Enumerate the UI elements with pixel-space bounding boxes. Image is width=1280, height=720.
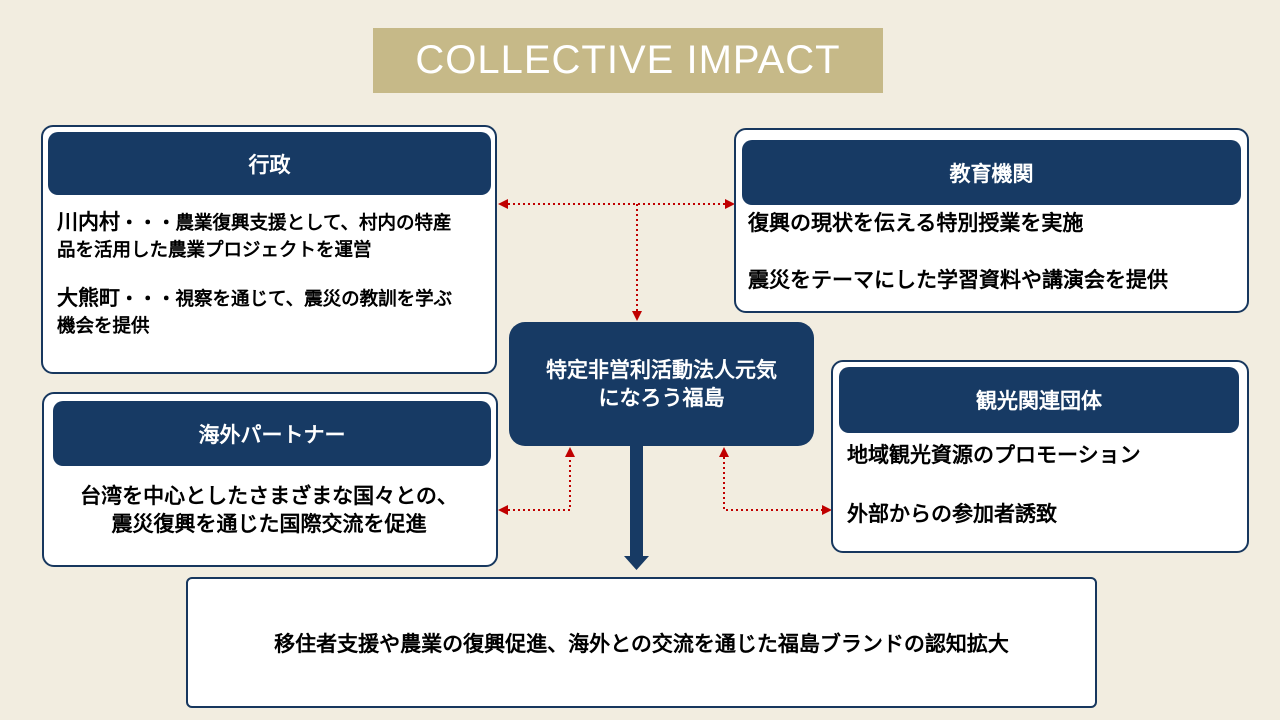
center-to-outcome-arrow-shaft: [630, 446, 643, 558]
title-banner: COLLECTIVE IMPACT: [373, 28, 883, 93]
card-gyosei: 行政 川内村・・・農業復興支援として、村内の特産 品を活用した農業プロジェクトを…: [41, 125, 497, 374]
card-kaigai-body: 台湾を中心としたさまざまな国々との、 震災復興を通じた国際交流を促進: [44, 482, 494, 538]
center-node-line-1: 特定非営利活動法人元気: [546, 358, 777, 382]
outcome-text: 移住者支援や農業の復興促進、海外との交流を通じた福島ブランドの認知拡大: [274, 631, 1009, 656]
gyosei-item-1-line-2: 品を活用した農業プロジェクトを運営: [57, 240, 372, 261]
kaigai-line-1: 台湾を中心としたさまざまな国々との、: [80, 484, 458, 508]
card-kanko-body: 地域観光資源のプロモーション 外部からの参加者誘致: [847, 440, 1242, 529]
gyosei-item-2-line-1: 大熊町・・・視察を通じて、震災の教訓を学ぶ: [57, 285, 487, 313]
card-kyoiku: 教育機関 復興の現状を伝える特別授業を実施 震災をテーマにした学習資料や講演会を…: [734, 128, 1249, 313]
gyosei-item-1-text-1: 農業復興支援として、村内の特産: [175, 213, 452, 234]
connector-center-kanko: [719, 447, 832, 515]
kanko-line-2: 外部からの参加者誘致: [847, 502, 1057, 526]
card-kyoiku-body: 復興の現状を伝える特別授業を実施 震災をテーマにした学習資料や講演会を提供: [748, 208, 1243, 295]
gyosei-item-2-text-1: 視察を通じて、震災の教訓を学ぶ: [175, 289, 453, 310]
gyosei-item-1-lead: 川内村: [57, 210, 120, 234]
page-title: COLLECTIVE IMPACT: [415, 38, 841, 82]
card-kyoiku-header: 教育機関: [742, 140, 1241, 205]
outcome-box: 移住者支援や農業の復興促進、海外との交流を通じた福島ブランドの認知拡大: [186, 577, 1097, 708]
card-kanko-header: 観光関連団体: [839, 367, 1239, 433]
gyosei-item-2-sep: ・・・: [120, 289, 176, 310]
card-kanko: 観光関連団体 地域観光資源のプロモーション 外部からの参加者誘致: [831, 360, 1249, 553]
center-to-outcome-arrow-head: [624, 556, 649, 570]
center-node-line-2: になろう福島: [598, 386, 725, 410]
kaigai-line-2: 震災復興を通じた国際交流を促進: [111, 512, 427, 536]
gyosei-item-1-sep: ・・・: [120, 213, 176, 234]
card-kaigai-header: 海外パートナー: [53, 401, 491, 466]
center-node: 特定非営利活動法人元気 になろう福島: [509, 322, 814, 446]
card-gyosei-header: 行政: [48, 132, 491, 195]
kyoiku-line-1: 復興の現状を伝える特別授業を実施: [748, 211, 1084, 235]
gyosei-item-1-line-1: 川内村・・・農業復興支援として、村内の特産: [57, 209, 487, 237]
gyosei-item-2-lead: 大熊町: [57, 286, 120, 310]
card-kaigai: 海外パートナー 台湾を中心としたさまざまな国々との、 震災復興を通じた国際交流を…: [42, 392, 498, 567]
gyosei-item-2-line-2: 機会を提供: [57, 316, 150, 337]
card-gyosei-body: 川内村・・・農業復興支援として、村内の特産 品を活用した農業プロジェクトを運営 …: [57, 209, 487, 340]
kyoiku-line-2: 震災をテーマにした学習資料や講演会を提供: [748, 268, 1168, 292]
kanko-line-1: 地域観光資源のプロモーション: [847, 443, 1141, 467]
connector-kaigai-center: [498, 447, 575, 515]
